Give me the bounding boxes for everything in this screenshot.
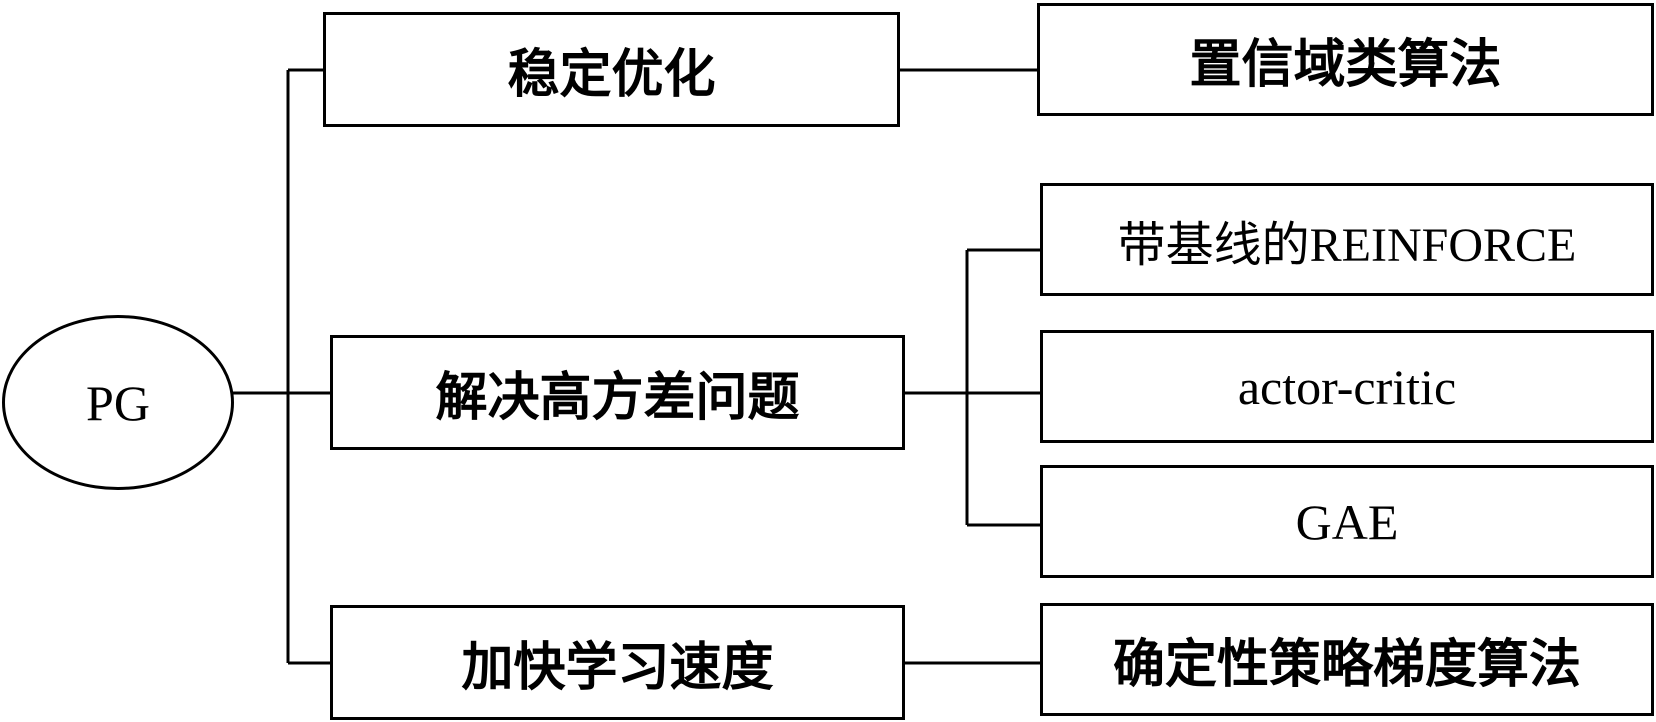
root-node-label: PG bbox=[86, 374, 150, 431]
leaf-node-gae: GAE bbox=[1040, 465, 1654, 578]
branch-node-stable-optimization: 稳定优化 bbox=[323, 12, 900, 127]
branch-node-high-variance: 解决高方差问题 bbox=[330, 335, 905, 450]
branch-2-label: 解决高方差问题 bbox=[435, 367, 800, 428]
leaf-5-label: 确定性策略梯度算法 bbox=[1112, 634, 1581, 695]
leaf-node-trust-region: 置信域类算法 bbox=[1037, 3, 1654, 116]
branch-1-label: 稳定优化 bbox=[507, 44, 716, 105]
leaf-4-label: GAE bbox=[1295, 493, 1399, 550]
leaf-node-reinforce-baseline: 带基线的REINFORCE bbox=[1040, 183, 1654, 296]
leaf-3-label: actor-critic bbox=[1237, 358, 1457, 415]
leaf-node-actor-critic: actor-critic bbox=[1040, 330, 1654, 443]
branch-node-learning-speed: 加快学习速度 bbox=[330, 605, 905, 720]
branch-3-label: 加快学习速度 bbox=[461, 637, 774, 698]
leaf-node-dpg: 确定性策略梯度算法 bbox=[1040, 603, 1654, 716]
root-node-pg: PG bbox=[2, 315, 234, 490]
leaf-1-label: 置信域类算法 bbox=[1189, 34, 1502, 95]
leaf-2-label: 带基线的REINFORCE bbox=[1117, 218, 1577, 272]
